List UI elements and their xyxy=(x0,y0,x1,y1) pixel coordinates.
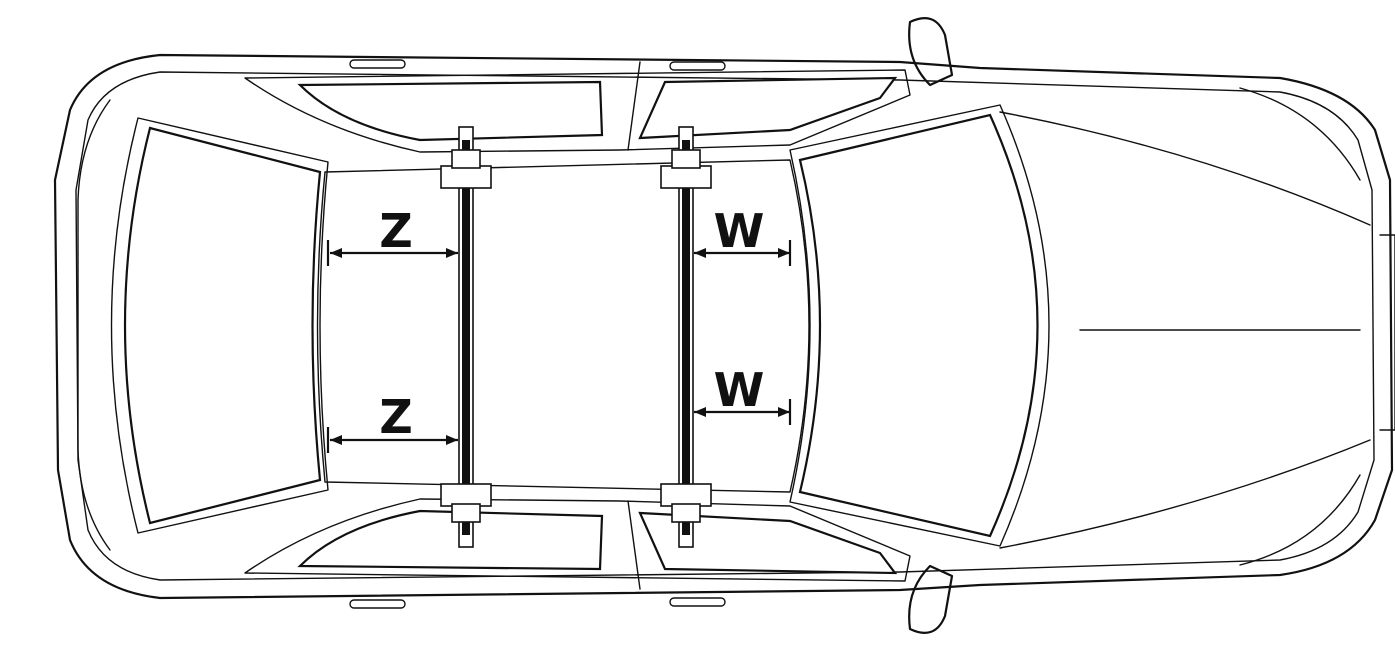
dimension-z-bottom: Z xyxy=(326,390,458,453)
dimension-label-z-bottom: Z xyxy=(379,390,412,444)
rear-crossbar xyxy=(440,126,492,548)
side-windows-top xyxy=(244,61,911,153)
front-crossbar xyxy=(660,126,712,548)
windshield xyxy=(789,104,1050,547)
side-mirror-left xyxy=(908,17,954,87)
dimension-w-top: W xyxy=(694,204,792,266)
roof-panel xyxy=(316,159,810,493)
car-body xyxy=(53,53,1395,600)
dimension-z-top: Z xyxy=(326,204,458,266)
rear-window xyxy=(110,117,329,534)
dimension-label-z-top: Z xyxy=(379,204,412,258)
dimension-label-w-bottom: W xyxy=(714,363,765,417)
dimension-w-bottom: W xyxy=(694,363,792,425)
door-handles xyxy=(349,59,726,609)
dimension-label-w-top: W xyxy=(714,204,765,258)
side-mirror-right xyxy=(908,564,954,634)
side-windows-bottom xyxy=(244,498,911,590)
